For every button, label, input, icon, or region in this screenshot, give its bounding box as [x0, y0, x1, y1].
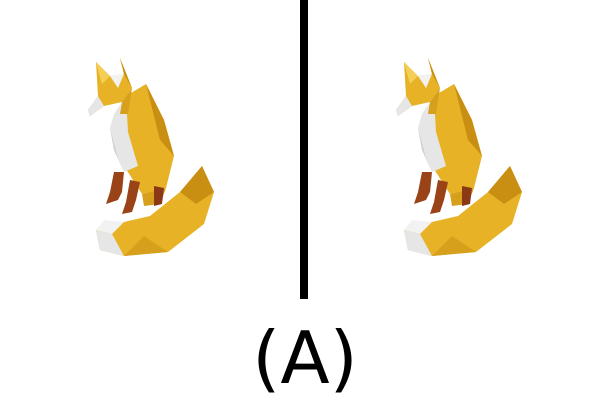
figure-caption: (A): [252, 316, 358, 400]
fox-icon: [88, 58, 214, 256]
right-panel: [308, 0, 610, 300]
left-panel: [0, 0, 302, 300]
vertical-divider: [300, 0, 308, 299]
fox-icon: [396, 58, 522, 256]
